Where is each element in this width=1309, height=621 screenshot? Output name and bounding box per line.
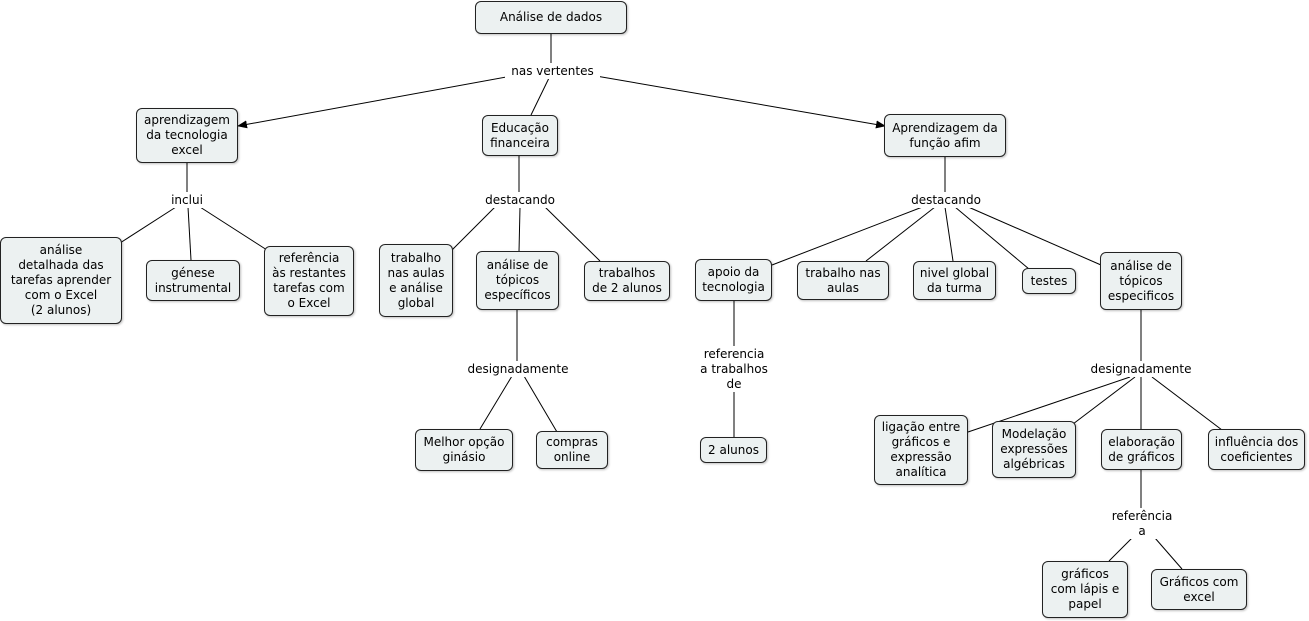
link-designadamente-edu: designadamente [462,361,574,377]
node-graficos-com-excel[interactable]: Gráficos com excel [1151,569,1247,610]
node-aprendizagem-funcao-afim[interactable]: Aprendizagem da função afim [884,114,1006,157]
link-referencia-trabalhos: referencia a trabalhos de [697,347,771,392]
link-nas-vertentes: nas vertentes [505,63,600,79]
node-compras-online[interactable]: compras online [536,431,608,469]
node-ligacao-graficos-expressao[interactable]: ligação entre gráficos e expressão analí… [874,415,968,485]
node-educacao-financeira[interactable]: Educação financeira [482,115,558,156]
node-2-alunos[interactable]: 2 alunos [700,437,767,463]
node-referencia-restantes-tarefas[interactable]: referência às restantes tarefas com o Ex… [264,246,354,316]
node-analise-de-dados[interactable]: Análise de dados [475,1,627,34]
node-analise-topicos-funcao[interactable]: análise de tópicos especificos [1100,252,1182,310]
node-analise-topicos-edu[interactable]: análise de tópicos específicos [476,251,559,310]
node-influencia-coeficientes[interactable]: influência dos coeficientes [1208,429,1305,470]
node-testes[interactable]: testes [1022,268,1076,294]
node-analise-detalhada[interactable]: análise detalhada das tarefas aprender c… [0,237,122,324]
link-destacando-funcao: destacando [906,192,986,208]
node-graficos-lapis-papel[interactable]: gráficos com lápis e papel [1042,561,1128,618]
node-trabalhos-2-alunos[interactable]: trabalhos de 2 alunos [584,261,670,301]
node-apoio-tecnologia[interactable]: apoio da tecnologia [695,259,772,301]
link-destacando-edu: destacando [480,192,560,208]
node-elaboracao-graficos[interactable]: elaboração de gráficos [1101,429,1182,470]
link-referencia-a: referência a [1104,508,1180,539]
link-designadamente-funcao: designadamente [1085,361,1197,377]
node-trabalho-nas-aulas[interactable]: trabalho nas aulas [797,261,889,300]
node-aprendizagem-tecnologia-excel[interactable]: aprendizagem da tecnologia excel [136,108,238,163]
node-trabalho-aulas-analise-global[interactable]: trabalho nas aulas e análise global [379,244,453,317]
node-melhor-opcao-ginasio[interactable]: Melhor opção ginásio [415,429,513,471]
node-nivel-global-turma[interactable]: nivel global da turma [913,261,996,300]
node-genese-instrumental[interactable]: génese instrumental [146,260,240,301]
node-modelacao-expressoes[interactable]: Modelação expressões algébricas [992,421,1076,478]
link-inclui: inclui [166,192,208,208]
